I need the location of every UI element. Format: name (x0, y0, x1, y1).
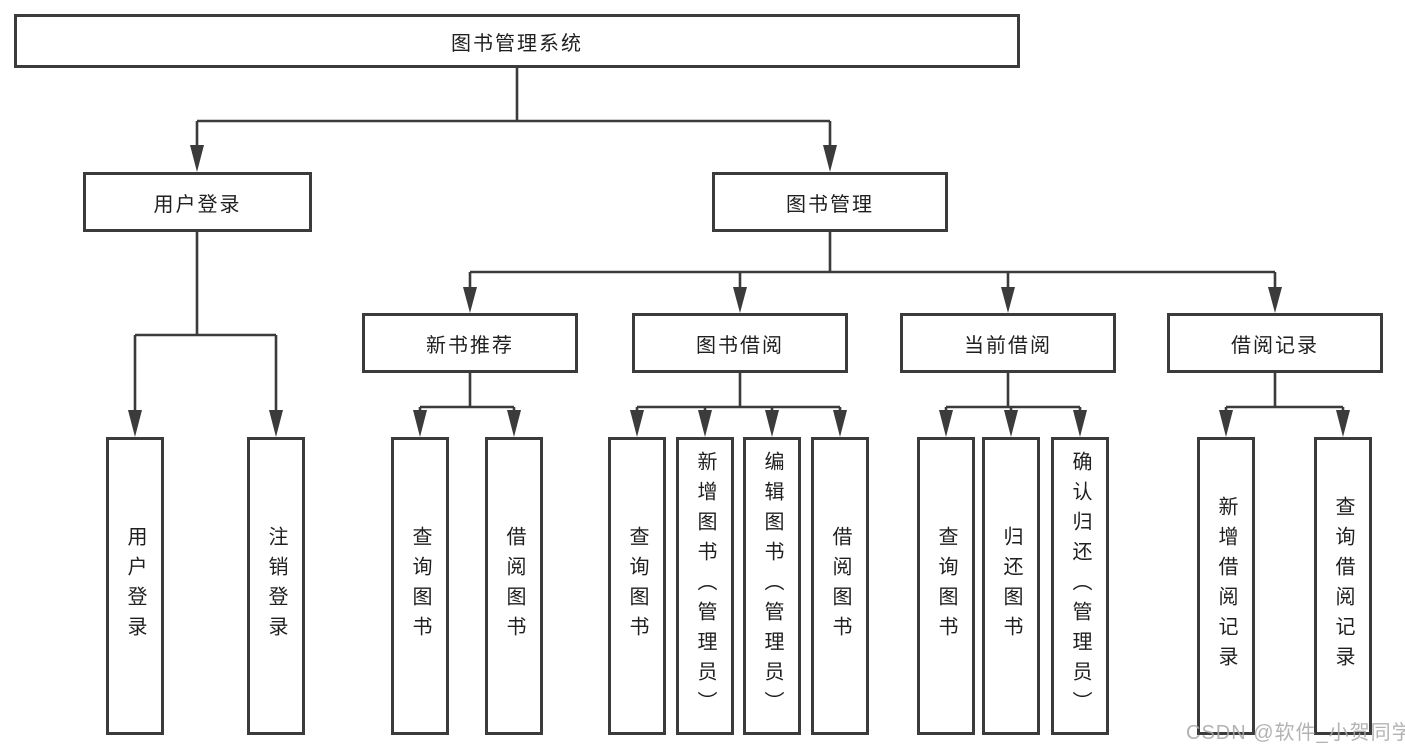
connector-root-to-level2 (195, 68, 832, 147)
node-label: 用户登录 (153, 193, 242, 216)
leaf-label: 查询图书 (409, 526, 431, 646)
node-user-login: 用户登录 (83, 172, 312, 232)
arrow-down-icon (1219, 410, 1233, 437)
leaf-label: 确认归还（管理员） (1069, 451, 1091, 721)
arrow-down-icon (128, 410, 142, 437)
leaf-label: 归还图书 (1000, 526, 1022, 646)
leaf-label: 注销登录 (265, 526, 287, 646)
leaf-label: 查询借阅记录 (1332, 496, 1354, 676)
arrow-down-icon (1004, 410, 1018, 437)
leaf-query-books-2: 查询图书 (608, 437, 666, 735)
arrow-down-icon (463, 287, 477, 313)
node-label: 图书借阅 (696, 334, 784, 357)
node-label: 新书推荐 (426, 334, 514, 357)
node-root-system: 图书管理系统 (14, 14, 1020, 68)
arrow-down-icon (733, 287, 747, 313)
arrow-down-icon (939, 410, 953, 437)
leaf-logout: 注销登录 (247, 437, 305, 735)
connector-newbook-to-leaves (418, 373, 516, 414)
leaf-label: 编辑图书（管理员） (761, 451, 783, 721)
connector-borrowrecords-to-leaves (1224, 373, 1345, 414)
node-borrow-records: 借阅记录 (1167, 313, 1383, 373)
leaf-label: 借阅图书 (829, 526, 851, 646)
arrow-down-icon (413, 410, 427, 437)
arrow-down-icon (1336, 410, 1350, 437)
csdn-watermark: CSDN @软件_小贺同学 (1186, 722, 1405, 744)
arrow-down-icon (190, 145, 204, 172)
node-new-book-recommend: 新书推荐 (362, 313, 578, 373)
leaf-borrow-books-1: 借阅图书 (485, 437, 543, 735)
leaf-query-books-1: 查询图书 (391, 437, 449, 735)
leaf-borrow-books-2: 借阅图书 (811, 437, 869, 735)
arrow-down-icon (269, 410, 283, 437)
connector-bookmgmt-to-level3 (468, 232, 1277, 289)
node-label: 当前借阅 (964, 334, 1052, 357)
leaf-return-books: 归还图书 (982, 437, 1040, 735)
node-book-management: 图书管理 (712, 172, 948, 232)
node-current-borrow: 当前借阅 (900, 313, 1116, 373)
leaf-label: 新增借阅记录 (1215, 496, 1237, 676)
arrow-down-icon (1073, 410, 1087, 437)
arrow-down-icon (698, 410, 712, 437)
leaf-confirm-return-admin: 确认归还（管理员） (1051, 437, 1109, 735)
node-book-borrow: 图书借阅 (632, 313, 848, 373)
arrow-down-icon (833, 410, 847, 437)
leaf-label: 查询图书 (935, 526, 957, 646)
node-label: 借阅记录 (1231, 334, 1319, 357)
leaf-label: 新增图书（管理员） (694, 451, 716, 721)
connector-currentborrow-to-leaves (944, 373, 1082, 414)
leaf-label: 用户登录 (124, 526, 146, 646)
arrow-down-icon (765, 410, 779, 437)
leaf-query-books-3: 查询图书 (917, 437, 975, 735)
arrow-down-icon (823, 145, 837, 172)
leaf-add-books-admin: 新增图书（管理员） (676, 437, 734, 735)
node-label: 图书管理 (786, 193, 874, 216)
leaf-user-login: 用户登录 (106, 437, 164, 735)
arrow-down-icon (630, 410, 644, 437)
connector-bookborrow-to-leaves (635, 373, 842, 414)
arrow-down-icon (1001, 287, 1015, 313)
arrow-down-icon (1268, 287, 1282, 313)
leaf-edit-books-admin: 编辑图书（管理员） (743, 437, 801, 735)
node-label: 图书管理系统 (451, 32, 583, 55)
connector-userlogin-to-leaves (133, 232, 278, 412)
leaf-label: 查询图书 (626, 526, 648, 646)
arrow-down-icon (507, 410, 521, 437)
leaf-add-borrow-record: 新增借阅记录 (1197, 437, 1255, 735)
leaf-label: 借阅图书 (503, 526, 525, 646)
leaf-query-borrow-record: 查询借阅记录 (1314, 437, 1372, 735)
